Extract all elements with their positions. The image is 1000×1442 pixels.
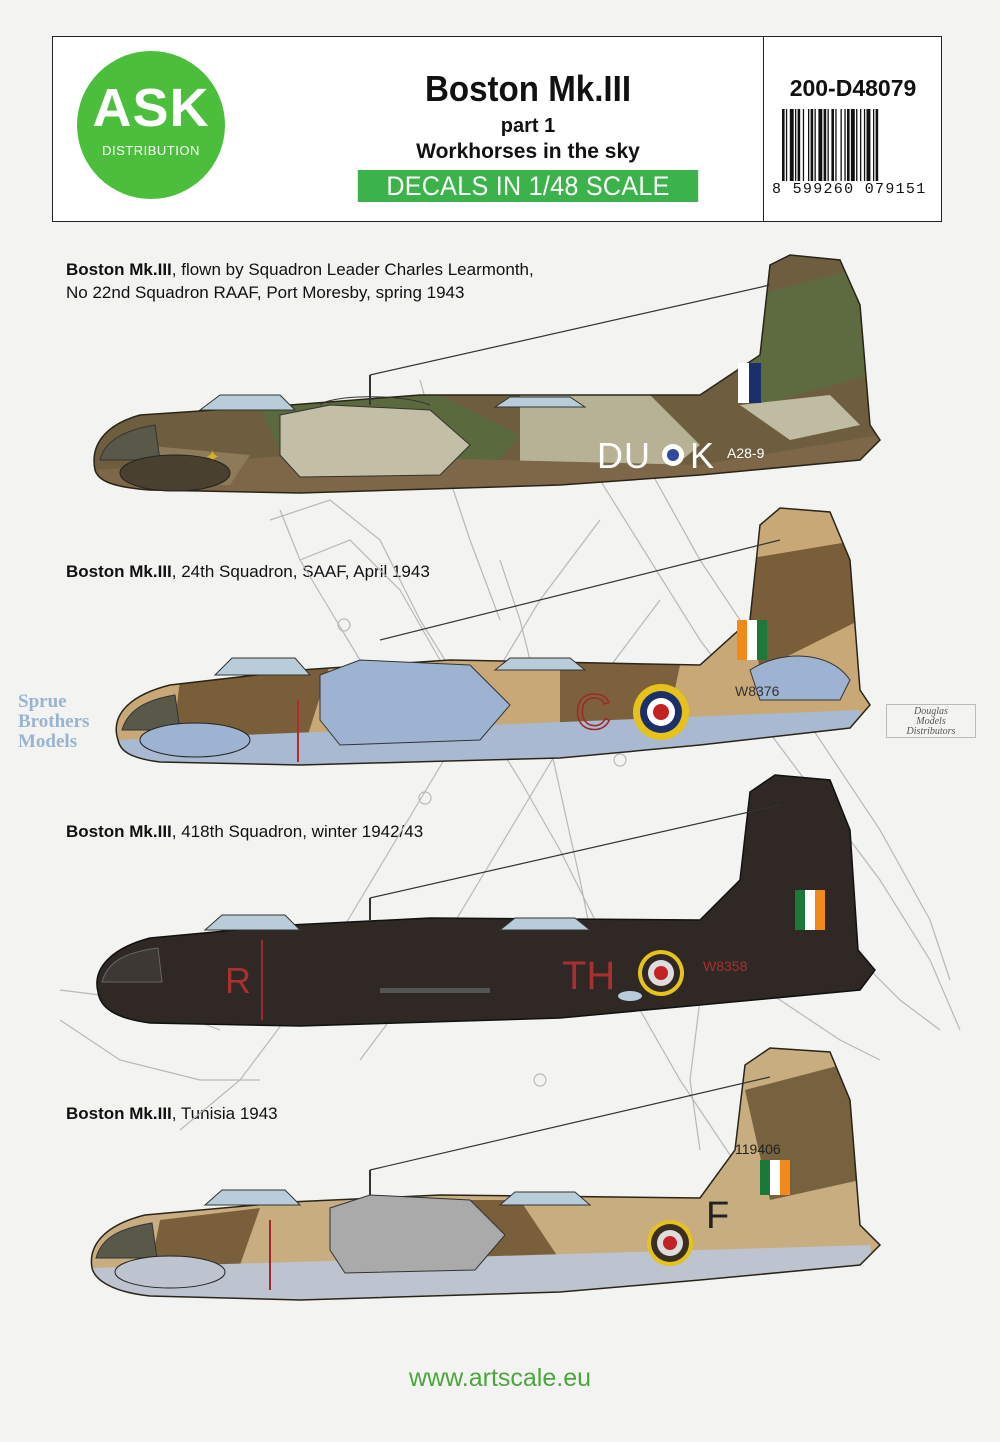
barcode-bar	[873, 109, 875, 181]
barcode-bar	[818, 109, 823, 181]
scale-banner: DECALS IN 1/48 SCALE	[357, 170, 699, 202]
code-box: 200-D48079 8 599260 079151	[763, 37, 942, 221]
scheme-3-nose-code: R	[225, 960, 251, 1001]
header-box: ASK DISTRIBUTION Boston Mk.III part 1 Wo…	[52, 36, 942, 222]
scheme-1-code-right: K	[690, 435, 715, 476]
watermark-left: Sprue Brothers Models	[18, 692, 89, 752]
barcode-bar	[810, 109, 814, 181]
barcode-bar	[866, 109, 871, 181]
scheme-1-line1: , flown by Squadron Leader Charles Learm…	[171, 260, 534, 279]
barcode-bar	[782, 109, 785, 181]
scheme-3-code: TH	[562, 954, 616, 998]
barcode-icon	[782, 109, 879, 181]
subtitle: Workhorses in the sky	[416, 140, 640, 163]
scheme-1-model: Boston Mk.III	[66, 260, 172, 279]
scheme-4-code: F	[706, 1195, 730, 1237]
scheme-1-caption: Boston Mk.III, flown by Squadron Leader …	[66, 258, 534, 304]
scheme-2-code: C	[574, 683, 612, 741]
watermark-right-line1: Douglas	[914, 706, 948, 717]
part-label: part 1	[500, 115, 556, 137]
scheme-2-serial: W8376	[735, 683, 780, 699]
scheme-1-line2: No 22nd Squadron RAAF, Port Moresby, spr…	[66, 283, 465, 302]
scheme-1-code-left: DU	[597, 435, 651, 476]
ask-logo: ASK DISTRIBUTION	[77, 51, 225, 199]
watermark-left-line3: Models	[18, 731, 78, 752]
watermark-right-line3: Distributors	[906, 726, 956, 737]
plane-2-illustration	[115, 507, 871, 766]
barcode-bar	[875, 109, 879, 181]
barcode-bar	[789, 109, 794, 181]
scheme-3-model: Boston Mk.III	[66, 822, 172, 841]
barcode-number: 8 599260 079151	[772, 181, 927, 198]
barcode-bar	[847, 109, 850, 181]
watermark-right-line2: Models	[916, 716, 946, 727]
barcode-bar	[785, 109, 788, 181]
product-code: 200-D48079	[789, 75, 917, 101]
barcode-bar	[835, 109, 837, 181]
barcode-bar	[827, 109, 829, 181]
watermark-left-line1: Sprue	[18, 691, 67, 712]
footer-url[interactable]: www.artscale.eu	[408, 1364, 592, 1392]
page-title: Boston Mk.III	[424, 68, 632, 109]
logo-subtext: DISTRIBUTION	[102, 143, 200, 158]
watermark-left-line2: Brothers	[18, 711, 90, 732]
title-block: Boston Mk.III part 1 Workhorses in the s…	[293, 37, 763, 202]
logo-text: ASK	[92, 78, 210, 138]
barcode-bar	[840, 109, 842, 181]
barcode-bar	[814, 109, 816, 181]
scheme-3-serial: W8358	[703, 958, 748, 974]
barcode-bar	[808, 109, 810, 181]
barcode-bar	[844, 109, 846, 181]
barcode-bar	[797, 109, 801, 181]
barcode-bar	[850, 109, 855, 181]
barcode-bar	[823, 109, 827, 181]
scheme-4-serial: 119406	[735, 1141, 781, 1157]
scheme-1-serial: A28-9	[727, 445, 765, 461]
scheme-4-model: Boston Mk.III	[66, 1104, 172, 1123]
barcode-bar	[863, 109, 866, 181]
barcode-bar	[860, 109, 862, 181]
barcode-bar	[856, 109, 858, 181]
scheme-2-model: Boston Mk.III	[66, 562, 172, 581]
plane-4-illustration	[90, 1047, 882, 1301]
plane-1-illustration: ✦	[93, 254, 881, 494]
watermark-right: Douglas Models Distributors	[886, 704, 976, 738]
barcode-bar	[831, 109, 834, 181]
barcode-bar	[795, 109, 797, 181]
barcode-bar	[802, 109, 805, 181]
plane-3-illustration	[96, 774, 876, 1027]
